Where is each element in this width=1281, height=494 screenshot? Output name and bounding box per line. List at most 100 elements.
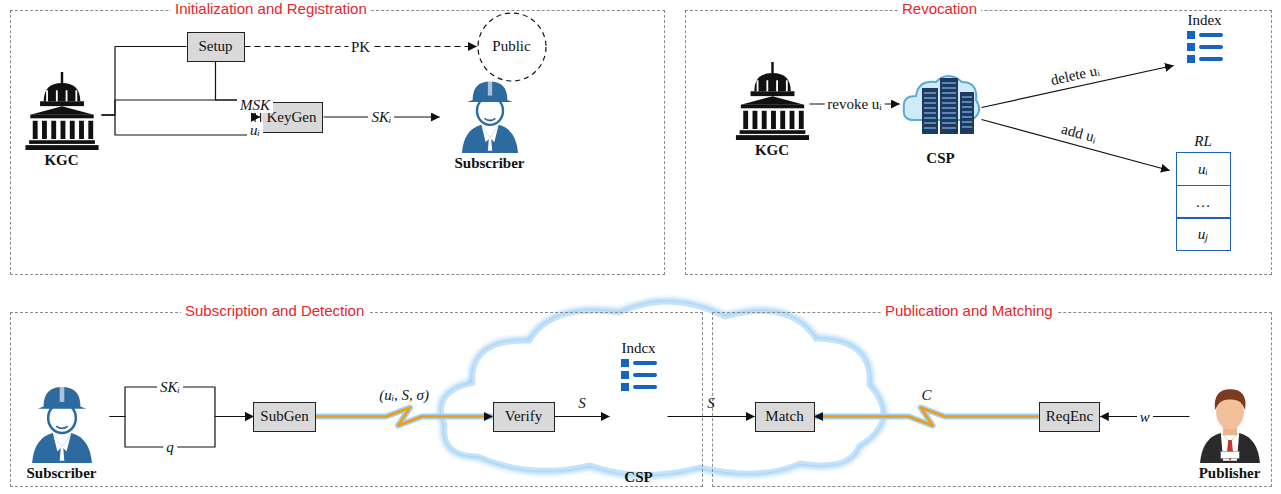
label-holder: q — [163, 438, 177, 456]
label-holder: (uᵢ, S, σ) — [376, 386, 432, 404]
list-entry: uᵢ — [1198, 161, 1208, 177]
edge-label: revoke uᵢ — [824, 96, 885, 112]
connector — [216, 62, 260, 118]
edge-label: PK — [348, 39, 373, 55]
process-box: Setup — [187, 32, 245, 62]
cloud-outline-glow — [443, 303, 882, 474]
node-label: CSP — [926, 148, 954, 168]
label-holder: PK — [348, 38, 373, 56]
node-label: Indcx — [621, 340, 655, 357]
publisher-icon — [1190, 380, 1270, 463]
panel: KGCSetupPublicKeyGenSubscriberInitializa… — [10, 10, 665, 275]
edge-label: SKᵢ — [369, 109, 395, 125]
panel-title: Initialization and Registration — [171, 0, 371, 18]
index-icon — [610, 357, 668, 393]
lightning-glow — [316, 408, 493, 426]
connector — [110, 417, 254, 448]
subscriber-actor: Subscriber — [14, 380, 110, 485]
node-label: Verify — [505, 408, 543, 425]
list-entry: RL — [1194, 133, 1212, 149]
label-holder: w — [1137, 408, 1153, 426]
connector — [810, 103, 900, 104]
connector — [102, 115, 260, 135]
node-label: KeyGen — [267, 109, 317, 126]
table-cell: … — [1176, 185, 1231, 219]
panel: SubscriberSubGenVerifyIndcxCSPSubscripti… — [10, 312, 703, 487]
connector — [102, 47, 187, 116]
process-box: SubGen — [253, 402, 315, 432]
label-holder: delete uᵢ — [1046, 60, 1104, 89]
worker-icon — [14, 380, 110, 463]
connector — [668, 416, 755, 417]
edge-label: (uᵢ, S, σ) — [376, 387, 432, 403]
process-box: Match — [755, 402, 815, 432]
edge-label: w — [1137, 409, 1153, 425]
node-label: Public — [492, 38, 530, 55]
node-label: SubGen — [260, 408, 308, 425]
connector — [555, 416, 610, 417]
panel-title: Subscription and Detection — [181, 302, 368, 320]
label-holder: C — [919, 386, 935, 404]
connector — [815, 408, 1039, 426]
label-holder: SKᵢ — [157, 378, 183, 396]
edge-label: q — [163, 439, 177, 455]
kgc-icon — [22, 72, 102, 150]
cloud-outline — [443, 303, 882, 474]
connector — [982, 120, 1170, 171]
table-cell: uᵢ — [1176, 152, 1231, 186]
publisher-actor: Publisher — [1190, 380, 1270, 485]
csp-icon — [900, 58, 982, 148]
node-label: KGC — [44, 150, 78, 170]
table-cell: uⱼ — [1176, 217, 1231, 251]
label-holder: revoke uᵢ — [824, 95, 885, 113]
node-label: ReqEnc — [1046, 408, 1093, 425]
label-holder: S — [704, 394, 718, 412]
node-label: Publisher — [1199, 463, 1261, 483]
connector — [323, 116, 439, 117]
list-entry: … — [1196, 194, 1211, 210]
node-label: Setup — [198, 38, 232, 55]
connector — [102, 100, 260, 117]
worker-icon — [440, 75, 540, 153]
node-label: KGC — [755, 140, 789, 160]
node-label: Subscriber — [454, 153, 524, 173]
panel-title: Revocation — [898, 0, 981, 18]
edge-label: S — [704, 395, 718, 411]
lightning-glow — [815, 408, 1039, 426]
subscriber-actor: Subscriber — [440, 75, 540, 175]
label-holder: S — [575, 394, 589, 412]
index-list: Index — [1180, 12, 1230, 84]
process-box: Verify — [493, 402, 555, 432]
panel: MatchReqEncPublisherPublication and Matc… — [712, 312, 1272, 487]
panel: KGCCSPIndexRLuᵢ…uⱼRevocation — [685, 10, 1272, 275]
edge-label: C — [919, 387, 935, 403]
edge-label: SKᵢ — [157, 379, 183, 395]
kgc-actor: KGC — [735, 62, 810, 162]
public-circle: Public — [477, 12, 547, 82]
label-holder: add uᵢ — [1056, 119, 1101, 147]
edge-label: add uᵢ — [1057, 120, 1101, 146]
edge-label: delete uᵢ — [1046, 61, 1104, 88]
node-label: CSP — [624, 469, 652, 486]
label-holder: SKᵢ — [369, 108, 395, 126]
connector — [316, 408, 493, 426]
csp-server: CSP — [900, 58, 982, 170]
node-label: Index — [1187, 12, 1221, 29]
edge-label: S — [575, 395, 589, 411]
connector — [110, 387, 254, 417]
process-box: KeyGen — [260, 102, 324, 133]
connector — [245, 46, 477, 47]
process-box: ReqEnc — [1039, 402, 1100, 432]
index-list: IndcxCSP — [610, 340, 668, 486]
list-entry: uⱼ — [1198, 226, 1209, 242]
index-icon — [1180, 29, 1230, 65]
node-label: Match — [765, 408, 803, 425]
kgc-actor: KGC — [22, 72, 102, 172]
connector — [982, 66, 1174, 108]
connector — [1100, 416, 1189, 417]
table-heading: RL — [1176, 128, 1231, 154]
node-label: Subscriber — [26, 463, 96, 483]
revocation-list: RL uᵢ … uⱼ — [1176, 128, 1231, 258]
kgc-icon — [735, 62, 810, 140]
